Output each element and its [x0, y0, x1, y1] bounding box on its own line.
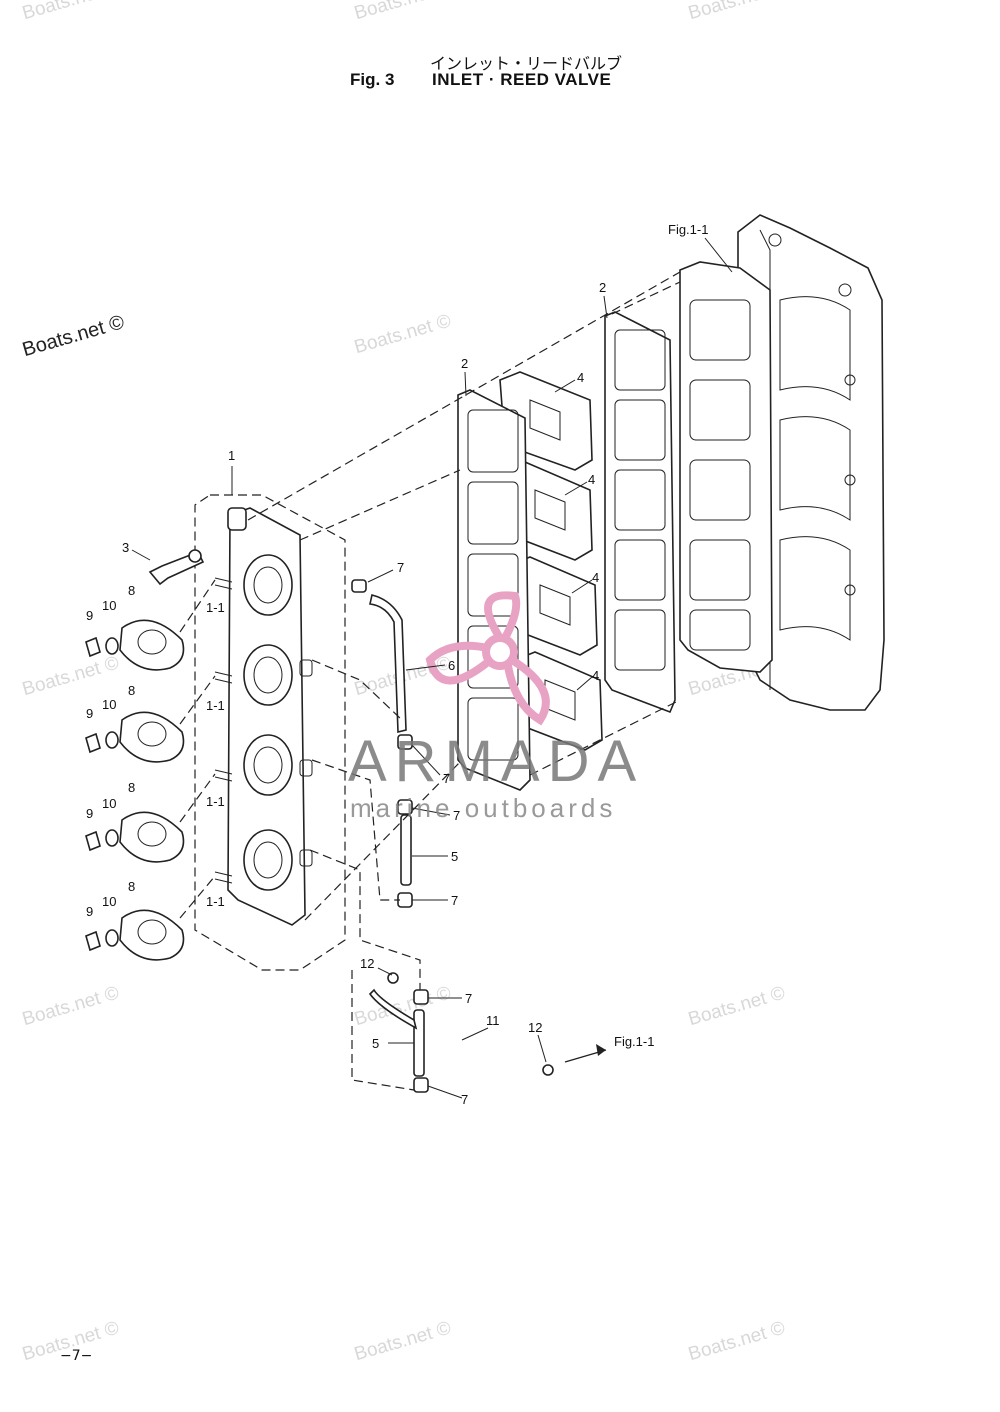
callout-7: 7 — [461, 1092, 468, 1107]
intake-manifold — [227, 507, 313, 926]
brand-watermark-name: ARMADA — [348, 729, 645, 794]
callout-1-1: 1-1 — [206, 698, 225, 713]
figure-number: Fig. 3 — [350, 70, 395, 89]
leader-lines — [131, 237, 733, 1099]
callout-4: 4 — [592, 570, 599, 585]
callout-10: 10 — [102, 796, 116, 811]
callout-12: 12 — [360, 956, 374, 971]
callout-2-front: 2 — [461, 356, 468, 371]
callout-9: 9 — [86, 608, 93, 623]
callout-7: 7 — [397, 560, 404, 575]
callout-7: 7 — [465, 991, 472, 1006]
flange-set-1 — [85, 619, 185, 671]
callout-11: 11 — [486, 1013, 500, 1028]
callout-labels: 1 2 2 3 4 4 4 4 5 5 6 7 7 7 7 7 7 8 8 8 … — [86, 222, 708, 1107]
hose-long — [387, 972, 554, 1086]
callout-8: 8 — [128, 780, 135, 795]
flange-set-4 — [85, 909, 185, 961]
callout-1: 1 — [228, 448, 235, 463]
flange-set-2 — [85, 711, 185, 763]
gasket-rear — [604, 311, 676, 714]
reference-fig-1-1-top: Fig.1-1 — [668, 222, 708, 237]
reference-fig-1-1-bottom: Fig.1-1 — [614, 1034, 654, 1049]
title-english: INLET · REED VALVE — [432, 70, 612, 89]
manifold-boundary — [194, 494, 346, 971]
mating-frame — [679, 261, 773, 673]
callout-8: 8 — [128, 583, 135, 598]
callout-4: 4 — [592, 668, 599, 683]
callout-4: 4 — [577, 370, 584, 385]
callout-8: 8 — [128, 683, 135, 698]
hose-upper — [351, 579, 413, 750]
callout-10: 10 — [102, 697, 116, 712]
brand-watermark-tagline: marine outboards — [350, 793, 617, 823]
hose-lower — [368, 988, 429, 1093]
bolt — [148, 549, 205, 586]
callout-7: 7 — [451, 893, 458, 908]
callout-1-1: 1-1 — [206, 894, 225, 909]
callout-8: 8 — [128, 879, 135, 894]
title-japanese: インレット・リードバルブ — [430, 54, 623, 73]
callout-7: 7 — [443, 771, 450, 786]
callout-2-rear: 2 — [599, 280, 606, 295]
callout-7: 7 — [453, 808, 460, 823]
callout-9: 9 — [86, 706, 93, 721]
brand-logo-mark — [425, 591, 550, 726]
callout-9: 9 — [86, 806, 93, 821]
callout-10: 10 — [102, 598, 116, 613]
callout-3: 3 — [122, 540, 129, 555]
assembly-lines — [179, 271, 681, 1091]
callout-1-1: 1-1 — [206, 794, 225, 809]
studs — [214, 577, 233, 884]
callout-6: 6 — [448, 658, 455, 673]
callout-4: 4 — [588, 472, 595, 487]
page-number: −7− — [60, 1348, 93, 1364]
callout-1-1: 1-1 — [206, 600, 225, 615]
callout-5: 5 — [451, 849, 458, 864]
callout-5: 5 — [372, 1036, 379, 1051]
flange-set-3 — [85, 811, 185, 863]
callout-10: 10 — [102, 894, 116, 909]
callout-12: 12 — [528, 1020, 542, 1035]
callout-9: 9 — [86, 904, 93, 919]
